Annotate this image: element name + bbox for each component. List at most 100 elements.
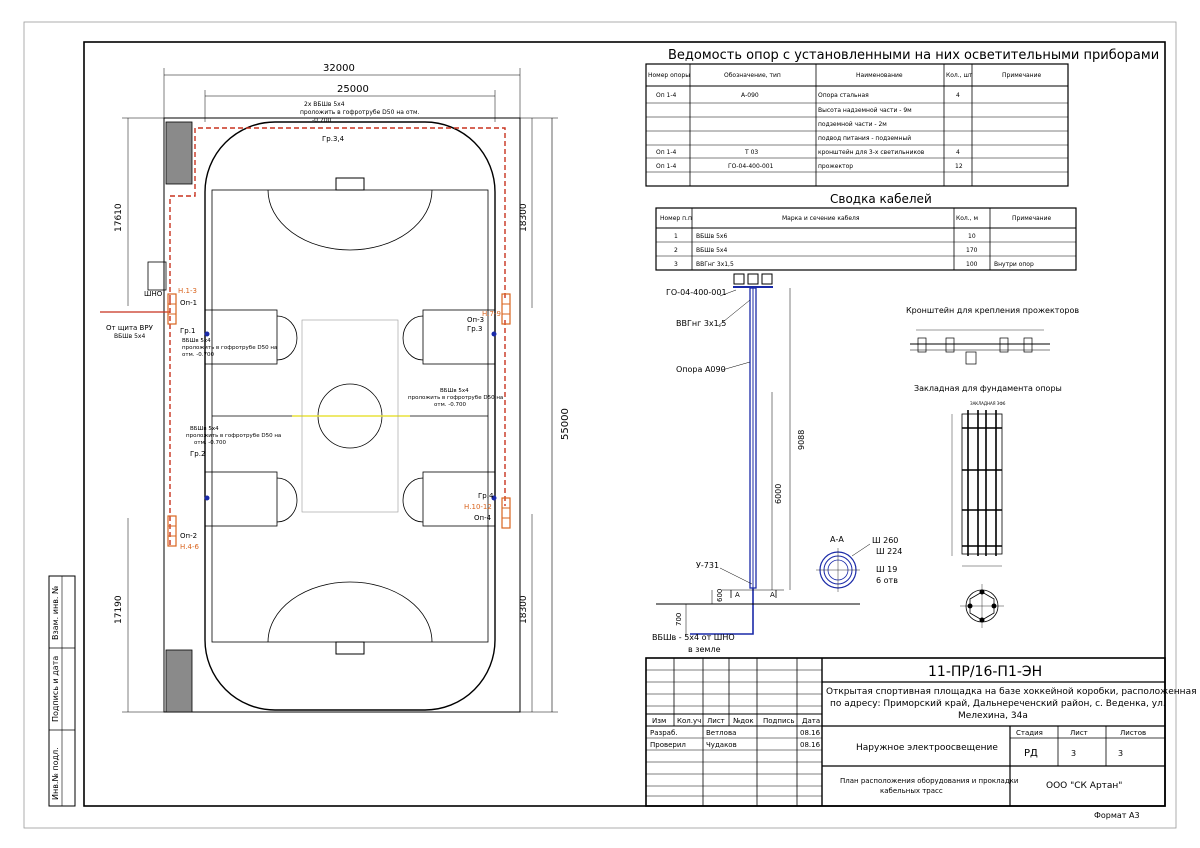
cables-r0-c1: ВБШв 5х6 (696, 233, 727, 240)
label-gr34: Гр.3,4 (322, 135, 345, 143)
label-gr3: Гр.3 (467, 325, 482, 333)
label-lamp: ГО-04-400-001 (666, 288, 727, 297)
label-gr2: Гр.2 (190, 450, 205, 458)
center-zone (301, 319, 399, 513)
poles-r5-c0: Оп 1-4 (656, 163, 677, 170)
label-op1: Оп-1 (180, 299, 197, 307)
label-wire: ВВГнг 3х1,5 (676, 319, 726, 328)
poles-table: Ведомость опор с установленными на них о… (645, 48, 1159, 187)
label-n1012: Н.10-12 (464, 503, 492, 511)
label-cable-gr1-2: проложить в гофротрубе D50 на (182, 345, 277, 351)
goal-bottom (335, 641, 365, 655)
pole-2 (167, 495, 210, 547)
sheet-frame (83, 41, 1166, 807)
tb-stage-label: Стадия (1016, 729, 1043, 737)
cables-r0-c2: 10 (968, 233, 976, 240)
poles-r3-c2: подвод питания - подземный (818, 135, 911, 142)
section-d260: Ш 260 (872, 536, 898, 545)
sheet-outer-border (23, 21, 1177, 829)
label-from-vru-2: ВБШв 5х4 (114, 333, 145, 340)
section-aa: А-А Ш 260 Ш 224 Ш 19 6 отв (816, 535, 902, 592)
feed-cable (690, 588, 754, 635)
dim-9088: 9088 (797, 430, 806, 450)
dim-600: 600 (716, 589, 724, 602)
tb-h-date: Дата (802, 717, 820, 725)
poles-r1-c2: Высота надземной части - 9м (818, 107, 912, 114)
tb-h-kolvo: Кол.уч (677, 717, 701, 725)
court-key-bottom-left (204, 471, 278, 527)
tb-drawing-name-1: План расположения оборудования и проклад… (840, 777, 1018, 785)
section-holes: 6 отв (876, 576, 898, 585)
bracket-title: Кронштейн для крепления прожекторов (906, 306, 1079, 315)
poles-r5-c2: прожектор (818, 163, 853, 170)
cable-route-top (169, 127, 506, 300)
title-block: Изм Кол.уч Лист №док Подпись Дата Разраб… (645, 657, 1197, 807)
side-stamp: Взам. инв. № Подпись и дата Инв.№ подл. (48, 575, 76, 807)
section-mark-left: А (735, 591, 740, 599)
section-aa-title: А-А (830, 535, 844, 544)
cables-r2-c0: 3 (674, 261, 678, 268)
embed-title: Закладная для фундамента опоры (914, 384, 1062, 393)
cables-r2-c3: Внутри опор (994, 261, 1034, 268)
cables-r2-c1: ВВГнг 3х1,5 (696, 261, 734, 268)
pole-4 (491, 495, 511, 529)
label-op4: Оп-4 (474, 514, 492, 522)
label-n46: Н.4-6 (180, 543, 199, 551)
poles-h-0: Номер опоры (648, 72, 690, 79)
stamp-signature-date: Подпись и дата (51, 656, 60, 722)
tb-sheet-label: Лист (1070, 729, 1088, 737)
cables-r1-c0: 2 (674, 247, 678, 254)
dim-left-bottom: 17190 (114, 595, 124, 624)
label-op3: Оп-3 (467, 316, 484, 324)
label-n79: Н.7-9 (482, 310, 501, 318)
label-op2: Оп-2 (180, 532, 197, 540)
cables-r1-c2: 170 (966, 247, 978, 254)
project-title-3: Мелехина, 34а (958, 711, 1028, 721)
poles-r0-c0: Оп 1-4 (656, 92, 677, 99)
tb-h-list: Лист (707, 717, 725, 725)
tb-h-sign: Подпись (763, 717, 795, 725)
tb-date-0: 08.16 (800, 729, 821, 737)
label-u731: У-731 (696, 561, 719, 570)
tb-role-1: Проверил (650, 741, 686, 749)
label-cable-top-1: 2х ВБШв 5х4 (304, 101, 345, 108)
poles-table-title: Ведомость опор с установленными на них о… (668, 48, 1159, 63)
label-pole: Опора А090 (676, 365, 726, 374)
tb-sheets-label: Листов (1120, 729, 1146, 737)
label-cable-right-3: отм. -0.700 (434, 402, 466, 408)
label-cable-gr2-3: отм. -0.700 (194, 440, 226, 446)
poles-h-3: Кол., шт (946, 72, 973, 79)
document-code: 11-ПР/16-П1-ЭН (928, 664, 1042, 680)
tb-drawing-name-2: кабельных трасс (880, 787, 943, 795)
project-title-2: по адресу: Приморский край, Дальнереченс… (830, 699, 1166, 709)
goal-top (335, 177, 365, 191)
goal-area-top (267, 189, 433, 251)
section-d224: Ш 224 (876, 547, 902, 556)
sheet-format: Формат А3 (1094, 811, 1140, 820)
dim-left-top: 17610 (114, 203, 124, 232)
poles-r5-c3: 12 (955, 163, 963, 170)
label-cable-gr2-2: проложить в гофротрубе D50 на (186, 433, 281, 439)
dim-700: 700 (675, 613, 683, 626)
cables-h-2: Кол., м (956, 215, 978, 222)
pole-1 (167, 293, 210, 337)
poles-r4-c3: 4 (956, 149, 960, 156)
poles-r4-c0: Оп 1-4 (656, 149, 677, 156)
court-key-top-right (422, 309, 496, 365)
dim-inner-width: 25000 (337, 84, 369, 95)
embed-sub: ЗАКЛАДНАЯ ЗФ6 (970, 401, 1006, 406)
tb-date-1: 08.16 (800, 741, 821, 749)
label-cable-gr1-3: отм. -0.700 (182, 352, 214, 358)
label-cable-gr1-1: ВБШв 5х4 (182, 338, 211, 344)
building-block-top (165, 121, 193, 185)
stamp-original-inv: Инв.№ подл. (51, 747, 60, 800)
cables-h-0: Номер п.п (660, 215, 692, 222)
tb-stage: РД (1024, 748, 1038, 759)
stamp-replace-inv: Взам. инв. № (51, 585, 60, 640)
dim-6000: 6000 (774, 484, 783, 504)
poles-r4-c2: кронштейн для 3-х светильников (818, 149, 925, 156)
poles-r0-c1: А-090 (741, 92, 759, 99)
rink-boundary (204, 121, 496, 711)
poles-r5-c1: ГО-04-400-001 (728, 163, 774, 170)
cables-table-title: Сводка кабелей (830, 192, 932, 206)
